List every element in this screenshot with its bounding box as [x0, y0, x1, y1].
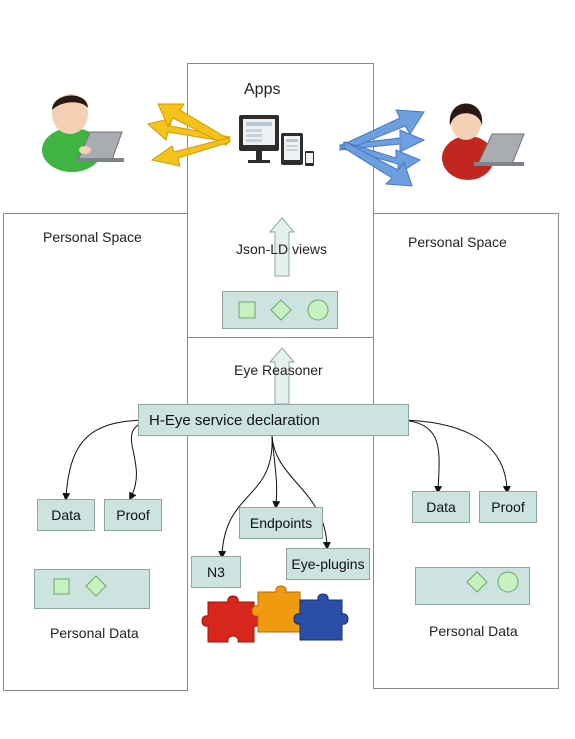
- left-fan-arrows-icon: [146, 103, 231, 167]
- up-arrow-json: [268, 217, 296, 277]
- eye-plugins-label: Eye-plugins: [291, 556, 365, 572]
- apps-label: Apps: [244, 81, 281, 98]
- left-proof-label: Proof: [116, 507, 150, 523]
- endpoints-box: Endpoints: [239, 507, 323, 539]
- square-shape: [53, 578, 70, 595]
- n3-label: N3: [207, 564, 225, 580]
- orange-puzzle-piece: [251, 585, 307, 633]
- left-data-box: Data: [37, 499, 95, 531]
- h-eye-service-label: H-Eye service declaration: [149, 411, 320, 429]
- left-personal-space-title: Personal Space: [43, 229, 142, 245]
- left-proof-box: Proof: [104, 499, 162, 531]
- endpoints-label: Endpoints: [249, 515, 313, 531]
- right-personal-space-panel: [373, 213, 559, 689]
- diamond-shape: [466, 571, 488, 593]
- blue-puzzle-piece: [293, 593, 349, 641]
- diamond-shape: [85, 575, 107, 597]
- right-proof-box: Proof: [479, 491, 537, 523]
- circle-shape: [497, 571, 519, 593]
- right-fan-arrows-icon: [339, 109, 426, 187]
- left-personal-space-panel: [3, 213, 188, 691]
- left-data-label: Data: [51, 507, 81, 523]
- h-eye-service-box: H-Eye service declaration: [138, 404, 409, 436]
- right-proof-label: Proof: [491, 499, 525, 515]
- right-personal-space-title: Personal Space: [408, 234, 507, 250]
- eye-reasoner-label: Eye Reasoner: [234, 362, 323, 378]
- right-personal-data-label: Personal Data: [429, 623, 518, 639]
- right-data-box: Data: [412, 491, 470, 523]
- red-puzzle-piece: [201, 595, 261, 643]
- left-personal-data-label: Personal Data: [50, 625, 139, 641]
- n3-box: N3: [191, 556, 241, 588]
- up-arrow-reasoner: [268, 347, 296, 405]
- circle-shape: [307, 299, 329, 321]
- jsonld-views-label: Json-LD views: [236, 241, 328, 257]
- square-shape: [238, 301, 256, 319]
- diamond-shape: [270, 299, 292, 321]
- right-data-label: Data: [426, 499, 456, 515]
- eye-plugins-box: Eye-plugins: [286, 548, 370, 580]
